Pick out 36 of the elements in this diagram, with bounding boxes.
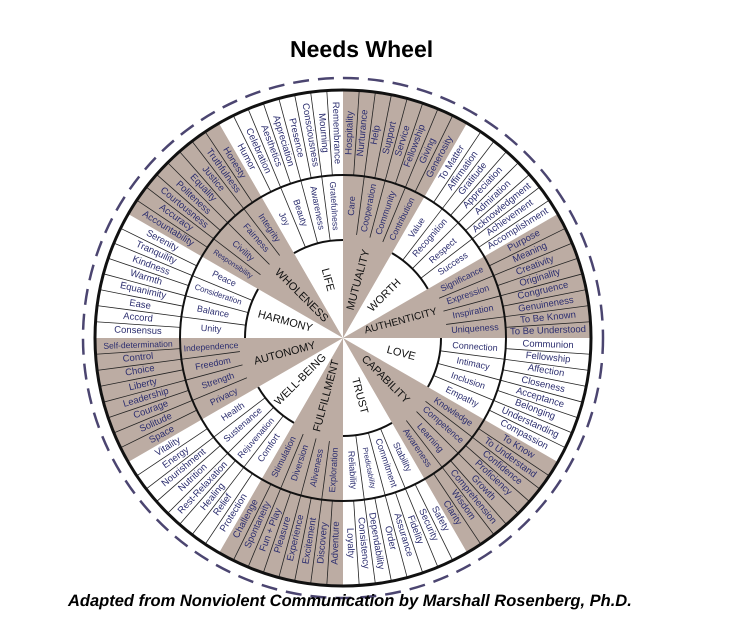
need-label: Ease (128, 298, 152, 311)
need-label: Inspiration (452, 304, 494, 321)
need-label: Control (122, 352, 154, 364)
need-label: Discovery (316, 521, 330, 564)
need-label: Exploration (328, 447, 340, 493)
title: Needs Wheel (290, 38, 434, 61)
need-label: Awareness (308, 185, 326, 231)
need-label: Consensus (114, 326, 162, 337)
need-label: Intimacy (456, 356, 490, 372)
need-label: Remembrance (330, 101, 342, 164)
need-label: Connection (452, 340, 498, 353)
need-label: Aliveness (308, 448, 326, 488)
need-label: Uniqueness (451, 323, 500, 336)
need-label: Gratefulness (328, 181, 340, 230)
need-label: Communion (522, 339, 574, 350)
need-label: Choice (124, 364, 156, 379)
need-label: To Be Understood (510, 325, 587, 338)
need-label: Loyalty (344, 528, 355, 559)
need-label: Help (370, 124, 383, 146)
need-label: Adventure (330, 522, 342, 566)
need-label: Reliability (346, 450, 358, 490)
caption: Adapted from Nonviolent Communication by Marshall Rosenberg, Ph.D. (68, 593, 632, 610)
need-label: Nurturance (356, 110, 370, 158)
need-label: Unity (200, 324, 222, 334)
need-label: Accord (123, 312, 154, 324)
need-label: Freedom (194, 356, 232, 372)
need-label: Joy (277, 210, 292, 228)
need-label: Care (346, 196, 357, 216)
need-label: Independence (183, 340, 238, 353)
need-label: Mourning (316, 113, 330, 154)
need-label: Hospitality (344, 110, 356, 155)
need-label: Self-determination (102, 339, 172, 350)
need-label: Beauty (292, 198, 310, 228)
need-label: To Be Known (519, 310, 576, 326)
need-label: Fellowship (524, 351, 570, 366)
need-label: Balance (196, 304, 230, 320)
